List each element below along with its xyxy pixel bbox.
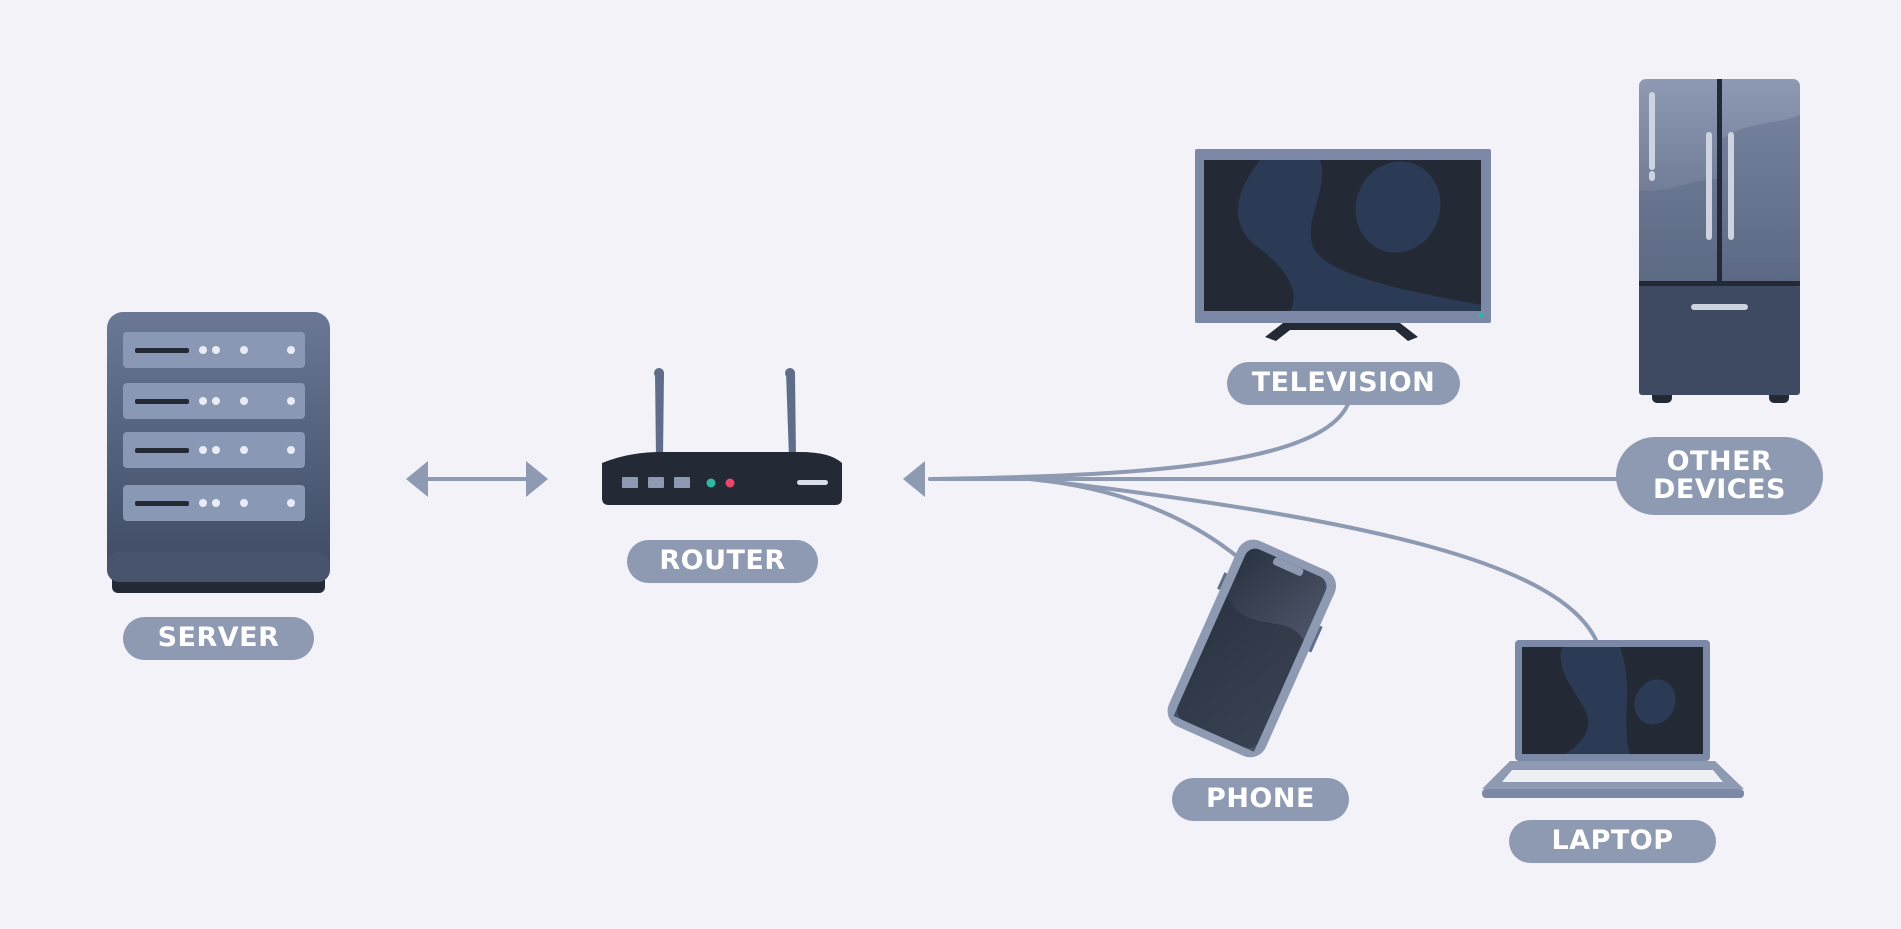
server-label: SERVER [123, 617, 314, 660]
arrowhead-icon [903, 461, 925, 497]
phone-label-text: PHONE [1206, 783, 1315, 815]
laptop-label: LAPTOP [1509, 820, 1716, 863]
phone-label: PHONE [1172, 778, 1349, 821]
television-icon [1195, 149, 1491, 341]
router-label: ROUTER [627, 540, 818, 583]
server-icon [107, 312, 330, 593]
other-devices-label-line1: OTHER [1666, 445, 1773, 477]
other-devices-label: OTHER DEVICES [1616, 437, 1823, 515]
laptop-label-text: LAPTOP [1551, 825, 1674, 857]
refrigerator-icon [1639, 79, 1800, 403]
phone-icon [1167, 539, 1337, 758]
router-label-text: ROUTER [659, 545, 786, 577]
connector-television [928, 402, 1350, 481]
router-icon [602, 368, 842, 505]
connectors [928, 402, 1618, 642]
connector-laptop [1028, 477, 1598, 642]
television-label-text: TELEVISION [1251, 367, 1436, 399]
laptop-icon [1482, 640, 1744, 798]
other-devices-label-line2: DEVICES [1652, 474, 1786, 505]
server-label-text: SERVER [157, 622, 280, 654]
television-label: TELEVISION [1227, 362, 1460, 405]
double-arrow-icon [406, 461, 548, 497]
